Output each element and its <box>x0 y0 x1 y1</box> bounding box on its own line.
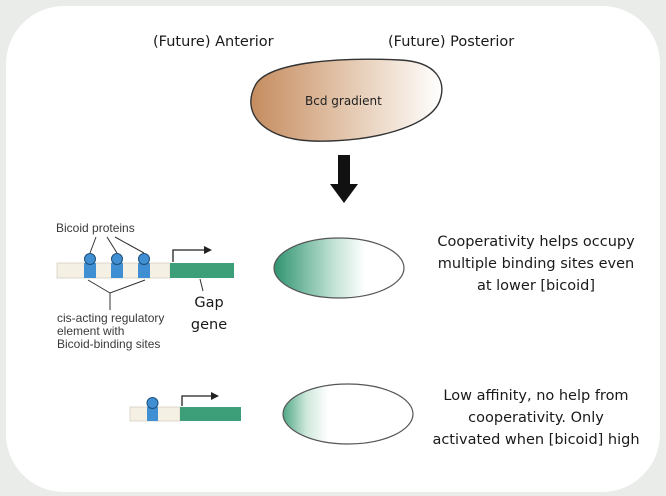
gap-gene-label: Gap gene <box>189 292 229 336</box>
gene-construct-cooperative <box>56 236 234 310</box>
caption-cooperative-line-3: at lower [bicoid] <box>476 278 596 294</box>
bcd-gradient-label: Bcd gradient <box>305 94 382 108</box>
cis-element-label: cis-acting regulatory element with Bicoi… <box>57 312 164 351</box>
caption-cooperative-line-1: Cooperativity helps occupy <box>437 234 635 250</box>
gap-gene-line-2: gene <box>190 317 228 333</box>
caption-low-affinity: Low affinity, no help from cooperativity… <box>420 385 652 451</box>
caption-cooperative: Cooperativity helps occupy multiple bind… <box>420 231 652 297</box>
caption-low-affinity-line-3: activated when [bicoid] high <box>432 432 640 448</box>
caption-cooperative-line-2: multiple binding sites even <box>437 256 635 272</box>
cis-element-line-2: element with <box>57 324 125 338</box>
embryo-cooperative-expression <box>273 237 405 299</box>
cis-element-line-3: Bicoid-binding sites <box>57 337 161 351</box>
gene-construct-low-affinity <box>129 392 241 422</box>
bicoid-proteins-label: Bicoid proteins <box>56 221 135 235</box>
caption-low-affinity-line-1: Low affinity, no help from <box>443 388 629 404</box>
posterior-label: (Future) Posterior <box>388 34 515 50</box>
cis-element-line-1: cis-acting regulatory <box>57 311 165 325</box>
embryo-bcd-gradient <box>250 58 443 142</box>
gap-gene-line-1: Gap <box>194 295 224 311</box>
caption-low-affinity-line-2: cooperativity. Only <box>468 410 604 426</box>
anterior-label: (Future) Anterior <box>153 34 274 50</box>
embryo-low-affinity-expression <box>282 383 414 445</box>
down-arrow-icon <box>330 155 358 203</box>
